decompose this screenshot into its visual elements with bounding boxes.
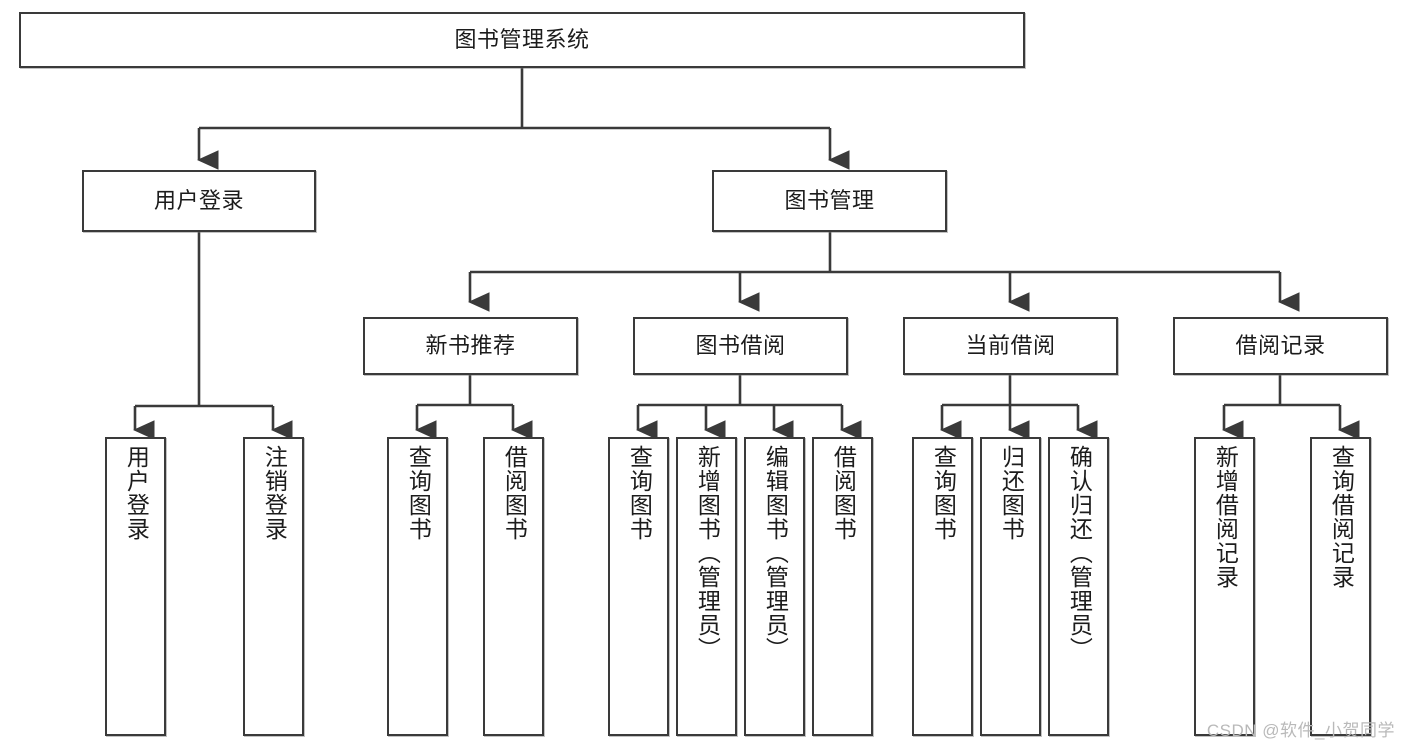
node-label: 新书推荐: [425, 333, 516, 359]
node-book-management-system[interactable]: 图书管理系统: [19, 12, 1025, 68]
leaf-add-borrow-record[interactable]: 新增借阅记录: [1194, 437, 1255, 736]
node-label: 图书借阅: [695, 333, 786, 359]
leaf-confirm-return-admin[interactable]: 确认归还（管理员）: [1048, 437, 1109, 736]
node-current-borrow[interactable]: 当前借阅: [903, 317, 1118, 375]
node-label: 新增借阅记录: [1212, 445, 1239, 589]
leaf-borrow-book[interactable]: 借阅图书: [812, 437, 873, 736]
leaf-query-book-borrow[interactable]: 查询图书: [608, 437, 669, 736]
leaf-return-book[interactable]: 归还图书: [980, 437, 1041, 736]
node-user-login[interactable]: 用户登录: [82, 170, 316, 232]
leaf-query-book-current[interactable]: 查询图书: [912, 437, 973, 736]
node-label: 借阅图书: [501, 445, 528, 541]
leaf-user-login[interactable]: 用户登录: [105, 437, 166, 736]
leaf-edit-book-admin[interactable]: 编辑图书（管理员）: [744, 437, 805, 736]
node-label: 图书管理系统: [454, 27, 590, 53]
node-label: 确认归还（管理员）: [1066, 445, 1093, 661]
node-label: 当前借阅: [965, 333, 1056, 359]
node-label: 用户登录: [123, 445, 150, 541]
node-label: 注销登录: [261, 445, 288, 541]
node-label: 查询借阅记录: [1328, 445, 1355, 589]
node-new-book-recommend[interactable]: 新书推荐: [363, 317, 578, 375]
node-label: 用户登录: [153, 188, 244, 214]
node-label: 查询图书: [626, 445, 653, 541]
node-label: 查询图书: [405, 445, 432, 541]
node-label: 借阅图书: [830, 445, 857, 541]
leaf-add-book-admin[interactable]: 新增图书（管理员）: [676, 437, 737, 736]
leaf-borrow-book-recommend[interactable]: 借阅图书: [483, 437, 544, 736]
leaf-logout[interactable]: 注销登录: [243, 437, 304, 736]
leaf-query-book-recommend[interactable]: 查询图书: [387, 437, 448, 736]
node-label: 编辑图书（管理员）: [762, 445, 789, 661]
node-label: 借阅记录: [1235, 333, 1326, 359]
node-label: 新增图书（管理员）: [694, 445, 721, 661]
node-label: 图书管理: [784, 188, 875, 214]
node-label: 归还图书: [998, 445, 1025, 541]
node-book-management[interactable]: 图书管理: [712, 170, 947, 232]
node-book-borrow[interactable]: 图书借阅: [633, 317, 848, 375]
csdn-watermark: CSDN @软件_小贺同学: [1206, 721, 1395, 740]
node-borrow-record[interactable]: 借阅记录: [1173, 317, 1388, 375]
leaf-query-borrow-record[interactable]: 查询借阅记录: [1310, 437, 1371, 736]
node-label: 查询图书: [930, 445, 957, 541]
